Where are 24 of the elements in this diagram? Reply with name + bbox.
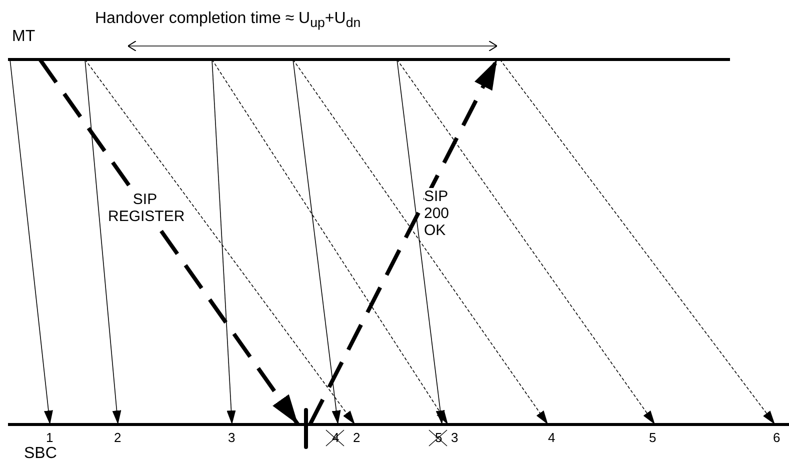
sequence-number: 4	[548, 430, 556, 445]
timeline-label: MT	[12, 28, 36, 46]
title: Handover completion time ≈ U$_{up}$+U$_{dn}$	[95, 10, 361, 32]
dashed-arrow	[500, 59, 776, 425]
timeline-label: SBC	[24, 445, 57, 463]
sequence-number: 1	[46, 430, 54, 445]
sequence-number: 2	[114, 430, 122, 445]
arrow	[396, 59, 445, 425]
arrow	[84, 59, 122, 425]
dashed-arrow	[292, 59, 548, 425]
arrow	[292, 59, 341, 425]
sequence-number: 2	[353, 430, 360, 445]
dashed-arrow	[396, 59, 656, 425]
sequence-number: 3	[451, 430, 458, 445]
arrow	[10, 59, 53, 425]
arrow	[212, 59, 236, 425]
message-arrow	[38, 58, 300, 426]
timeline-bar	[8, 28, 730, 61]
dashed-arrow	[84, 59, 356, 425]
dashed-arrow	[212, 59, 448, 425]
sequence-number: 5	[649, 430, 656, 445]
sequence-number: 6	[773, 430, 780, 445]
sequence-number: 3	[228, 430, 236, 445]
message-arrow	[308, 58, 499, 426]
